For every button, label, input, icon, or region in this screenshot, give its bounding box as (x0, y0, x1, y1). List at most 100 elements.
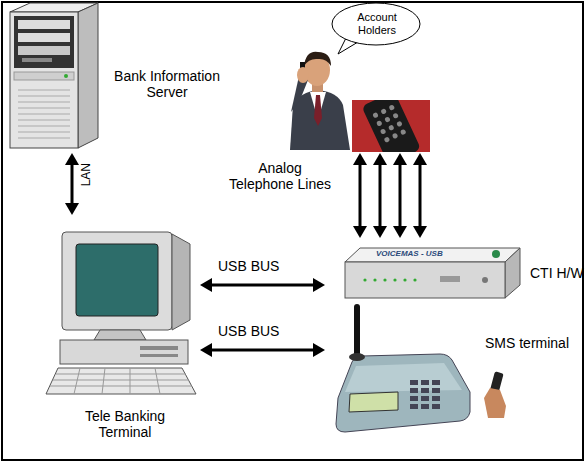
cti-hardware-node: CTI H/W (325, 238, 580, 298)
terminal-illustration-part (50, 386, 192, 387)
sms-terminal-illustration-part (336, 354, 470, 432)
connector-label: USB BUS (218, 258, 279, 274)
speech-bubble-part (332, 3, 420, 45)
terminal-illustration-part (62, 232, 172, 330)
arrow-head (413, 153, 427, 165)
server-illustration-part (18, 108, 70, 109)
phone-photo-part-part (361, 100, 421, 152)
server-illustration-part (18, 46, 70, 55)
node-label: CTI H/W (530, 265, 584, 281)
connector-line (359, 163, 362, 228)
arrow-head (65, 153, 79, 165)
server-illustration-part (18, 114, 70, 115)
phone-photo-part-part (392, 112, 399, 119)
sms-terminal-node: SMS terminal (325, 300, 580, 445)
arrow-head (393, 226, 407, 238)
server-illustration-part (64, 74, 68, 78)
terminal-node: Tele Banking Terminal (50, 215, 200, 447)
terminal-illustration-part (140, 354, 178, 357)
double-arrow-connector (65, 153, 79, 215)
server-illustration-part (18, 20, 70, 29)
double-arrow-connector (200, 278, 325, 292)
phone-photo (352, 100, 430, 152)
cti-hardware-illustration-part (440, 276, 460, 282)
node-label: Tele Banking Terminal (80, 408, 170, 440)
phone-photo-part-part (388, 104, 395, 111)
arrow-head (353, 153, 367, 165)
node-label: Bank Information Server (112, 68, 222, 100)
node-label: SMS terminal (485, 335, 569, 351)
terminal-illustration-part (53, 380, 189, 381)
sms-terminal-illustration-part (421, 404, 429, 409)
cti-hardware-illustration (345, 248, 520, 298)
terminal-illustration-part (56, 374, 186, 375)
sms-terminal-illustration-part (410, 380, 418, 385)
speech-bubble (332, 3, 420, 54)
server-illustration-part (18, 126, 70, 127)
terminal-illustration (46, 232, 196, 394)
arrow-head (393, 153, 407, 165)
arrow-head (313, 278, 325, 292)
account-holder-illustration-part (297, 67, 309, 83)
sms-terminal-illustration-part (421, 396, 429, 401)
phone-photo-part-part (380, 128, 387, 135)
cti-hardware-illustration-part (373, 278, 376, 281)
terminal-illustration-part (172, 234, 190, 330)
double-arrow-connector (413, 153, 427, 238)
phone-photo-part-part (388, 124, 395, 131)
terminal-illustration-part (102, 368, 105, 394)
sms-terminal-illustration-part (349, 392, 398, 412)
cti-hardware-illustration-part (363, 278, 366, 281)
connector-line (379, 163, 382, 228)
phone-photo-part-part (376, 120, 383, 127)
arrow-head (313, 343, 325, 357)
cti-hardware-illustration-part (505, 248, 520, 298)
arrow-head (373, 153, 387, 165)
server-illustration-part (18, 138, 70, 139)
terminal-illustration-part (74, 368, 80, 394)
account-holder-illustration-part (304, 52, 331, 66)
arrow-head (65, 203, 79, 215)
sms-terminal-illustration-part (410, 404, 418, 409)
phone-photo-part-part (392, 133, 399, 140)
server-illustration-part (18, 120, 70, 121)
sms-terminal-illustration-part (432, 388, 440, 393)
server-node: Bank Information Server (5, 5, 225, 153)
sms-terminal-illustration-part (410, 396, 418, 401)
cti-hardware-illustration-part (383, 278, 386, 281)
sms-terminal-illustration-part (410, 388, 418, 393)
cti-hardware-illustration-part (413, 278, 416, 281)
device-brand-text: VOICEMAS - USB (376, 249, 443, 258)
account-holders-node: Account Holders (285, 3, 435, 153)
sms-terminal-illustration-part (349, 353, 365, 361)
server-illustration-part (18, 132, 70, 133)
connector-line (419, 163, 422, 228)
arrow-head (200, 343, 212, 357)
account-holder-illustration (290, 52, 350, 150)
phone-photo-part-part (384, 136, 391, 143)
server-illustration-part (18, 102, 70, 103)
cti-hardware-illustration-part (492, 250, 500, 258)
sms-terminal-illustration-part (421, 380, 429, 385)
server-illustration-part (18, 33, 70, 42)
double-arrow-connector (200, 343, 325, 357)
terminal-illustration-part (76, 244, 158, 316)
phone-photo-part-part (400, 129, 407, 136)
cti-hardware-illustration-part (345, 262, 505, 298)
cti-hardware-illustration-part (403, 278, 406, 281)
terminal-illustration-part (155, 368, 160, 394)
connector-line (399, 163, 402, 228)
server-illustration-part (18, 90, 70, 91)
sms-terminal-illustration (336, 304, 470, 432)
arrow-head (413, 226, 427, 238)
sms-terminal-illustration-part (354, 304, 360, 356)
terminal-illustration-part (130, 368, 131, 394)
double-arrow-connector (393, 153, 407, 238)
connector-label: Analog Telephone Lines (226, 160, 334, 192)
phone-photo-part-part (380, 108, 387, 115)
arrow-head (353, 226, 367, 238)
cti-hardware-illustration-part (393, 278, 396, 281)
cti-hardware-illustration-part (345, 248, 520, 262)
